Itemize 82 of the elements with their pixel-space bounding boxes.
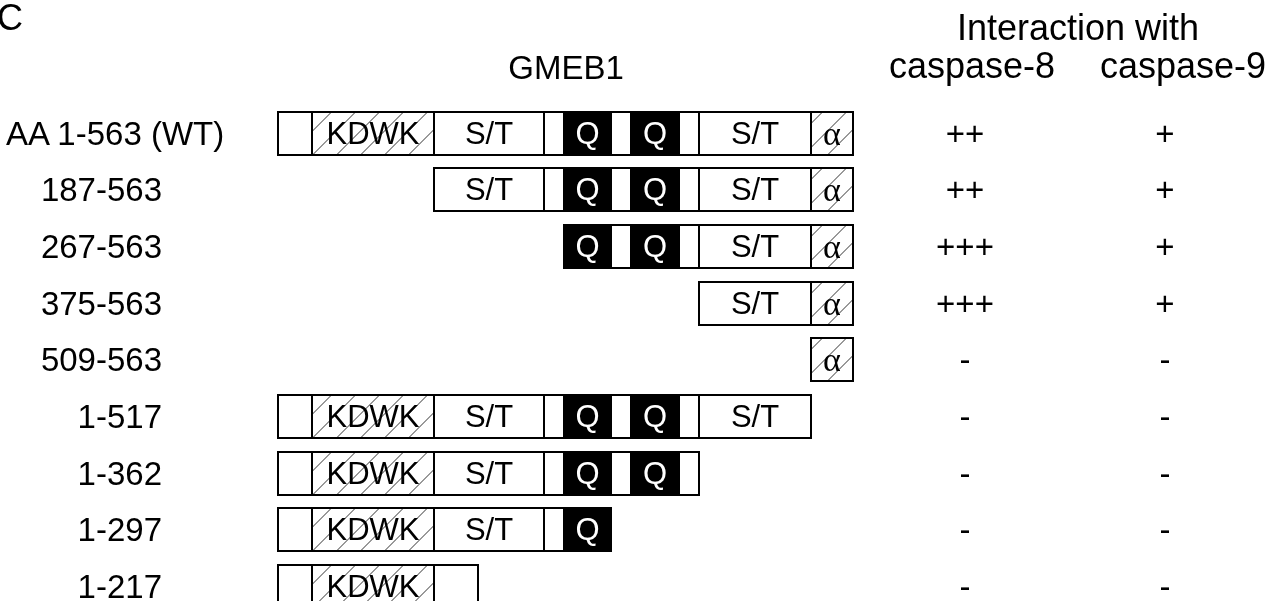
empty-segment-box: [678, 224, 700, 269]
construct-label: 509-563: [40, 342, 162, 376]
domain-box: S/T: [433, 394, 545, 439]
interaction-score: -: [959, 569, 971, 601]
construct-label: 1-297: [77, 512, 162, 546]
filled-domain-box: Q: [563, 451, 612, 496]
interaction-score: +: [1155, 172, 1175, 206]
hatched-domain-box: α: [810, 337, 854, 382]
interaction-score: -: [959, 456, 971, 490]
domain-box: S/T: [698, 167, 812, 212]
hatched-domain-box: KDWK: [311, 451, 435, 496]
empty-segment-box: [678, 451, 700, 496]
domain-box: S/T: [698, 111, 812, 156]
interaction-score: -: [1159, 399, 1171, 433]
interaction-score: -: [1159, 342, 1171, 376]
interaction-score: -: [1159, 569, 1171, 601]
interaction-score: -: [959, 399, 971, 433]
interaction-score: ++: [945, 172, 985, 206]
hatched-domain-box: α: [810, 111, 854, 156]
filled-domain-box: Q: [563, 224, 612, 269]
empty-segment-box: [678, 111, 700, 156]
empty-segment-box: [610, 224, 632, 269]
filled-domain-box: Q: [630, 394, 680, 439]
interaction-score: +: [1155, 286, 1175, 320]
construct-label: 267-563: [40, 229, 162, 263]
domain-box: S/T: [698, 281, 812, 326]
interaction-score: +++: [936, 286, 994, 320]
hatched-domain-box: KDWK: [311, 111, 435, 156]
construct-label: 1-362: [77, 456, 162, 490]
empty-segment-box: [610, 394, 632, 439]
empty-segment-box: [610, 111, 632, 156]
empty-segment-box: [277, 394, 313, 439]
column-header: Interaction with: [956, 10, 1200, 46]
interaction-score: -: [959, 512, 971, 546]
empty-segment-box: [610, 167, 632, 212]
empty-segment-box: [678, 167, 700, 212]
empty-segment-box: [277, 564, 313, 601]
empty-segment-box: [543, 167, 565, 212]
interaction-score: +: [1155, 229, 1175, 263]
hatched-domain-box: KDWK: [311, 394, 435, 439]
filled-domain-box: Q: [563, 507, 612, 552]
filled-domain-box: Q: [630, 451, 680, 496]
hatched-domain-box: α: [810, 224, 854, 269]
interaction-score: -: [1159, 456, 1171, 490]
empty-segment-box: [678, 394, 700, 439]
filled-domain-box: Q: [630, 111, 680, 156]
domain-box: S/T: [433, 167, 545, 212]
filled-domain-box: Q: [563, 167, 612, 212]
construct-label: 187-563: [40, 172, 162, 206]
hatched-domain-box: α: [810, 167, 854, 212]
interaction-score: +++: [936, 229, 994, 263]
filled-domain-box: Q: [563, 394, 612, 439]
column-header: caspase-9: [1099, 48, 1267, 84]
domain-box: S/T: [433, 111, 545, 156]
empty-segment-box: [543, 394, 565, 439]
domain-box: S/T: [433, 451, 545, 496]
hatched-domain-box: α: [810, 281, 854, 326]
interaction-score: -: [1159, 512, 1171, 546]
filled-domain-box: Q: [563, 111, 612, 156]
empty-segment-box: [543, 111, 565, 156]
empty-segment-box: [277, 111, 313, 156]
empty-segment-box: [543, 451, 565, 496]
domain-box: S/T: [698, 394, 812, 439]
empty-segment-box: [610, 451, 632, 496]
domain-box: S/T: [433, 507, 545, 552]
column-header: caspase-8: [888, 48, 1056, 84]
filled-domain-box: Q: [630, 224, 680, 269]
diagram-title: GMEB1: [508, 50, 624, 84]
empty-segment-box: [277, 451, 313, 496]
construct-label: AA 1-563 (WT): [6, 116, 225, 150]
construct-label: 1-217: [77, 569, 162, 601]
empty-segment-box: [277, 507, 313, 552]
hatched-domain-box: KDWK: [311, 507, 435, 552]
hatched-domain-box: KDWK: [311, 564, 435, 601]
interaction-score: +: [1155, 116, 1175, 150]
interaction-score: ++: [945, 116, 985, 150]
filled-domain-box: Q: [630, 167, 680, 212]
domain-box: S/T: [698, 224, 812, 269]
empty-segment-box: [543, 507, 565, 552]
construct-label: 375-563: [40, 286, 162, 320]
interaction-score: -: [959, 342, 971, 376]
construct-label: 1-517: [77, 399, 162, 433]
